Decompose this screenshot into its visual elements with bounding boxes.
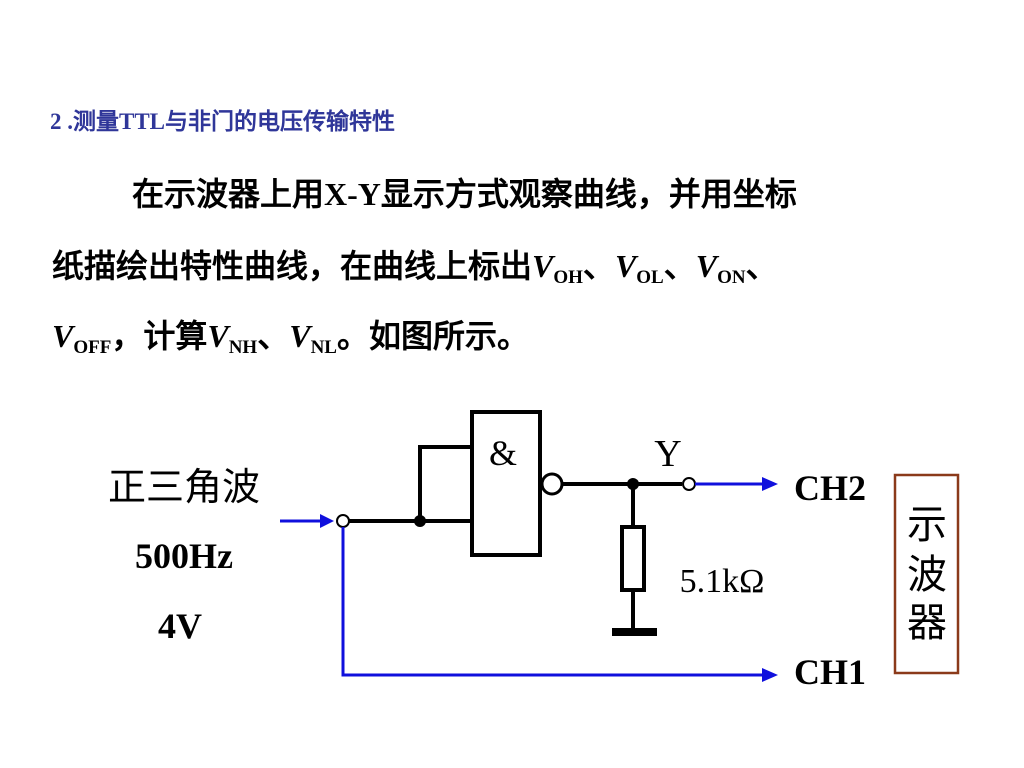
oscilloscope-char-2: 波 [907,552,947,598]
text-segment: 显示方式观察曲线，并用坐标 [380,175,797,213]
symbol-v: V [52,318,74,354]
input-waveform-label: 正三角波 [108,465,260,509]
ch2-label: CH2 [794,468,866,508]
output-label: Y [654,433,681,475]
symbol-v: V [614,248,637,284]
input-tie-wire [418,445,472,521]
ch1-wire [341,527,764,677]
separator: 、 [745,247,778,285]
section-heading: 2 .测量TTL与非门的电压传输特性 [50,102,395,136]
oscilloscope-box [893,473,960,675]
paragraph-line-1: 在示波器上用X-Y显示方式观察曲线，并用坐标 [132,178,797,210]
separator: 、 [663,247,696,285]
subscript-nl: NL [310,337,337,358]
ch1-label: CH1 [794,652,866,692]
xy-mode-text: X-Y [324,176,381,212]
heading-number: 2 . [50,109,73,134]
output-terminal [682,477,696,491]
ground-symbol [612,628,657,636]
text-segment: 。如图所示。 [336,317,529,355]
input-terminal [336,514,350,528]
oscilloscope-char-1: 示 [907,502,947,548]
symbol-v: V [289,318,311,354]
subscript-nh: NH [228,337,258,358]
amplitude-label: 4V [158,606,202,646]
gate-symbol: & [489,433,517,473]
input-junction-dot [414,515,426,527]
ch1-arrow-head [762,668,778,682]
subscript-ol: OL [636,267,664,288]
heading-part1: 测量 [73,109,119,135]
oscilloscope-char-3: 器 [907,600,947,646]
separator: 、 [257,317,290,355]
load-resistor [620,525,646,592]
paragraph-line-3: VOFF，计算VNH、VNL。如图所示。 [52,320,529,357]
input-arrow-head [320,514,334,528]
symbol-v: V [532,248,554,284]
separator: 、 [582,247,615,285]
ch2-arrow-head [762,477,778,491]
heading-part2: 与非门的电压传输特性 [165,109,396,135]
symbol-v: V [695,248,718,284]
frequency-label: 500Hz [135,536,233,576]
paragraph-line-2: 纸描绘出特性曲线，在曲线上标出VOH、VOL、VON、 [52,250,778,287]
resistor-label: 5.1kΩ [680,563,765,600]
text-segment: 在示波器上用 [132,175,325,213]
symbol-v: V [207,318,229,354]
heading-ttl: TTL [119,109,166,134]
subscript-on: ON [717,267,746,288]
nand-gate-body [470,410,542,557]
subscript-oh: OH [553,267,583,288]
inverter-bubble [540,472,564,496]
text-segment: ，计算 [111,317,208,355]
text-segment: 纸描绘出特性曲线，在曲线上标出 [52,247,533,285]
subscript-off: OFF [73,337,112,358]
